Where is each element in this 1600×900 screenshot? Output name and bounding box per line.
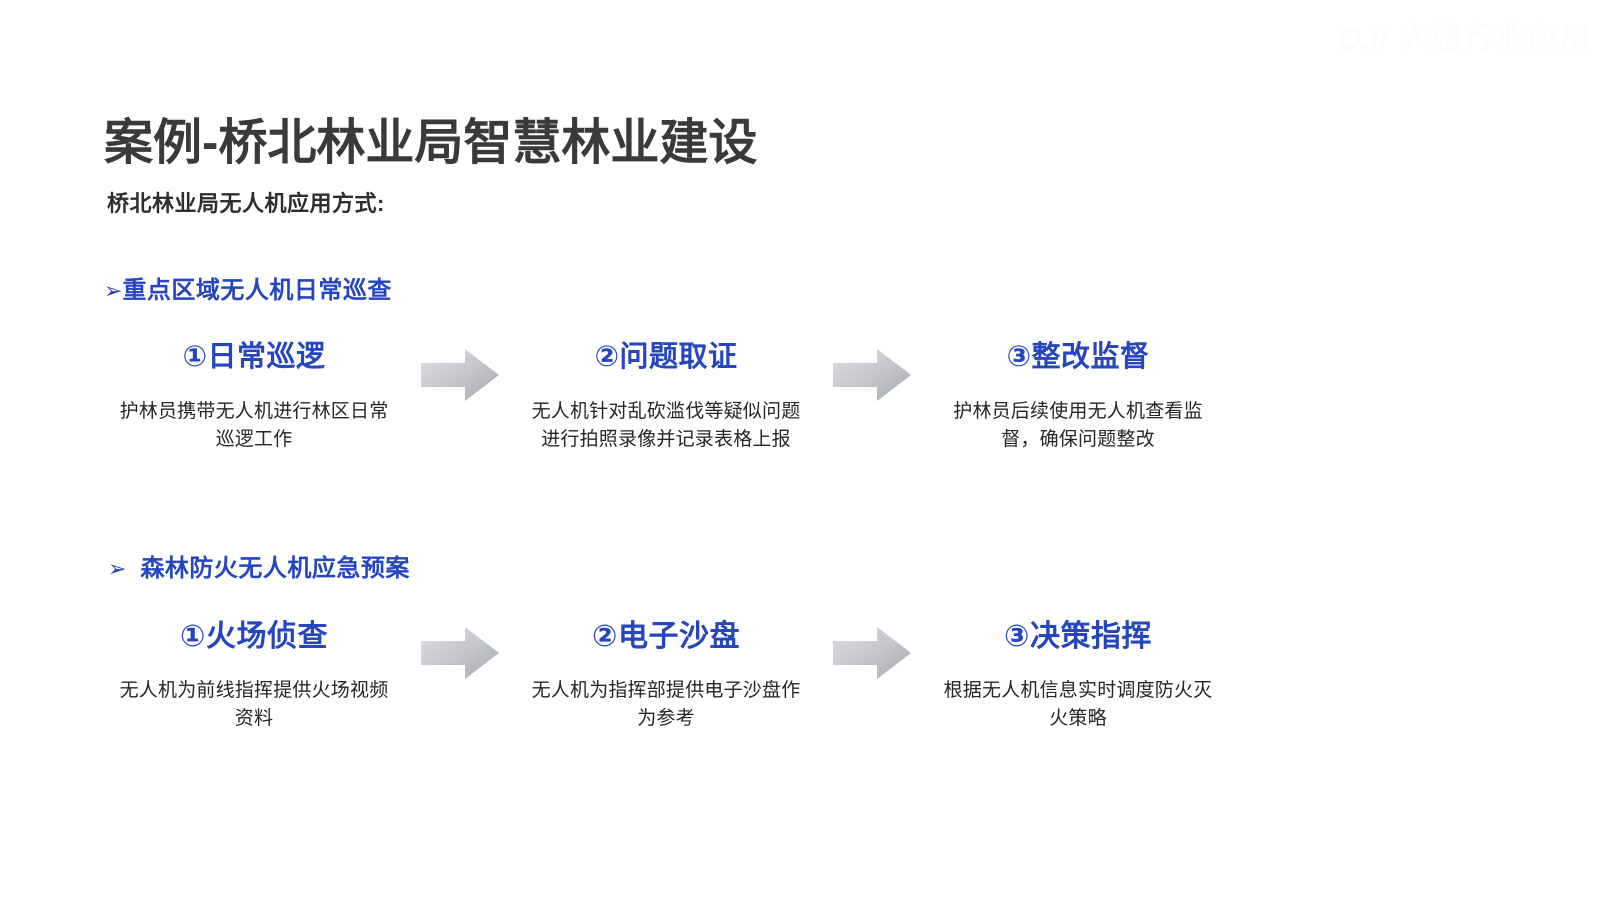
connector-arrow (816, 342, 928, 401)
watermark-brand-text: 大疆行业应用 (1400, 21, 1592, 55)
step-row-1: ①日常巡逻 护林员携带无人机进行林区日常巡逻工作 (104, 341, 1404, 454)
step-description: 无人机针对乱砍滥伐等疑似问题进行拍照录像并记录表格上报 (531, 400, 801, 450)
step-description: 无人机为指挥部提供电子沙盘作为参考 (531, 680, 801, 730)
watermark: DJI 大疆行业应用 (1338, 22, 1592, 55)
dji-logo-icon: DJI (1337, 20, 1387, 57)
right-arrow-icon (421, 627, 499, 679)
connector-arrow (404, 342, 516, 401)
section-heading-1: ➢ 重点区域无人机日常巡查 (104, 270, 392, 305)
step-card: ②电子沙盘 无人机为指挥部提供电子沙盘作为参考 (516, 620, 816, 733)
step-card: ③决策指挥 根据无人机信息实时调度防火灭火策略 (928, 620, 1228, 733)
step-title: ③决策指挥 (1004, 620, 1152, 653)
step-row-2: ①火场侦查 无人机为前线指挥提供火场视频资料 (104, 620, 1404, 733)
section-heading-label: 重点区域无人机日常巡查 (122, 277, 392, 304)
step-title: ①火场侦查 (180, 620, 328, 653)
step-title: ②电子沙盘 (592, 620, 740, 653)
step-card: ①日常巡逻 护林员携带无人机进行林区日常巡逻工作 (104, 341, 404, 454)
page-subtitle: 桥北林业局无人机应用方式: (107, 191, 385, 216)
connector-arrow (816, 620, 928, 679)
step-card: ①火场侦查 无人机为前线指挥提供火场视频资料 (104, 620, 404, 733)
right-arrow-icon (833, 349, 911, 401)
right-arrow-icon (421, 349, 499, 401)
bullet-arrow-icon: ➢ (108, 556, 127, 581)
right-arrow-icon (833, 627, 911, 679)
page-title: 案例-桥北林业局智慧林业建设 (104, 116, 758, 170)
step-description: 根据无人机信息实时调度防火灭火策略 (943, 680, 1213, 730)
section-heading-label: 森林防火无人机应急预案 (140, 555, 410, 582)
step-card: ②问题取证 无人机针对乱砍滥伐等疑似问题进行拍照录像并记录表格上报 (516, 341, 816, 454)
connector-arrow (404, 620, 516, 679)
step-title: ③整改监督 (1006, 341, 1150, 373)
bullet-arrow-icon: ➢ (104, 278, 123, 303)
step-description: 护林员携带无人机进行林区日常巡逻工作 (119, 400, 389, 450)
step-title: ②问题取证 (594, 341, 738, 373)
step-card: ③整改监督 护林员后续使用无人机查看监督，确保问题整改 (928, 341, 1228, 454)
step-title: ①日常巡逻 (182, 341, 326, 373)
step-description: 无人机为前线指挥提供火场视频资料 (119, 680, 389, 730)
section-heading-2: ➢ 森林防火无人机应急预案 (108, 548, 410, 583)
step-description: 护林员后续使用无人机查看监督，确保问题整改 (953, 400, 1203, 450)
